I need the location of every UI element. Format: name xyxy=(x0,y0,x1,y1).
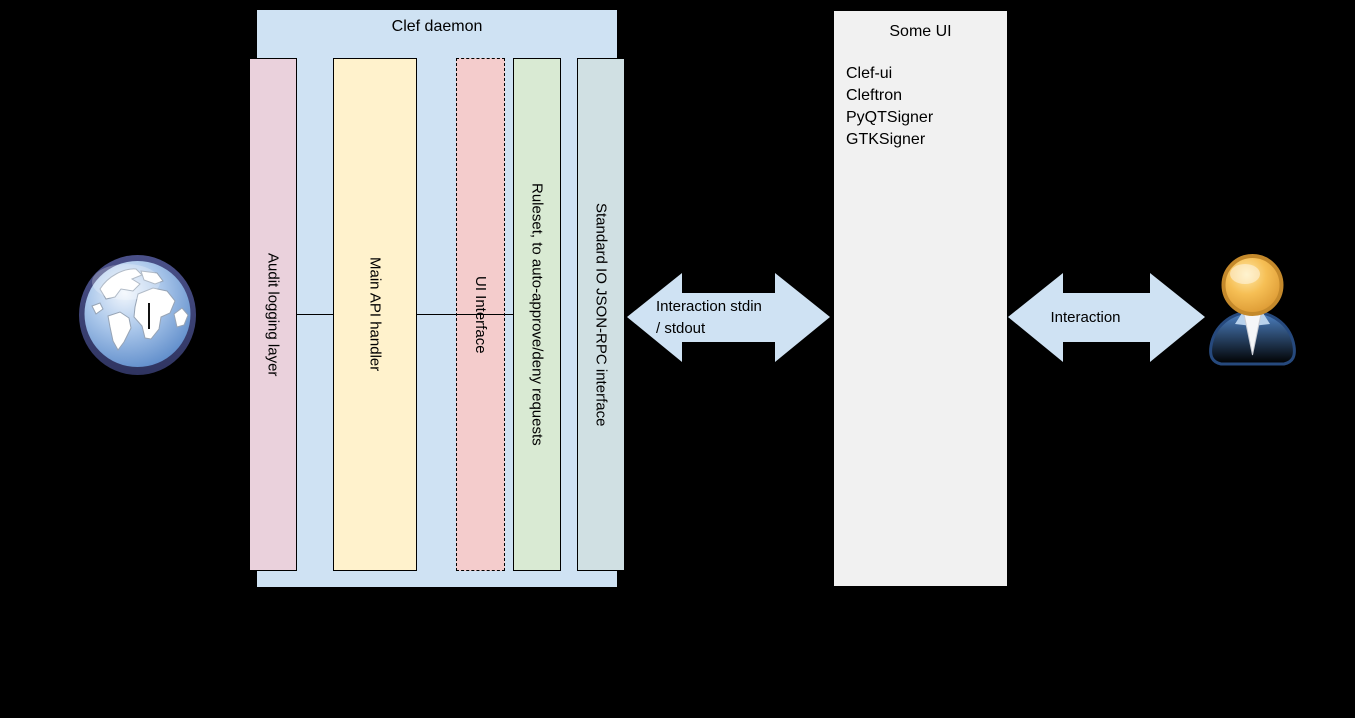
ruleset-bar: Ruleset, to auto-approve/deny requests xyxy=(513,58,561,571)
main-api-handler-bar: Main API handler xyxy=(333,58,417,571)
interaction-stdio-line1: Interaction stdin xyxy=(656,298,762,315)
some-ui-item-cleftron: Cleftron xyxy=(846,87,903,104)
clef-daemon-container xyxy=(257,10,617,587)
stdio-jsonrpc-bar: Standard IO JSON-RPC interface xyxy=(577,58,625,571)
globe-icon xyxy=(78,254,197,381)
some-ui-item-pyqtsigner: PyQTSigner xyxy=(846,109,934,126)
some-ui-list: Clef-ui Cleftron PyQTSigner GTKSigner xyxy=(834,63,1007,151)
globe-tick-line xyxy=(148,303,150,329)
stdio-jsonrpc-label: Standard IO JSON-RPC interface xyxy=(592,202,610,427)
some-ui-box: Some UI Clef-ui Cleftron PyQTSigner GTKS… xyxy=(833,10,1008,587)
clef-daemon-title: Clef daemon xyxy=(391,18,483,35)
connector-line-mainapi-ruleset xyxy=(417,314,513,315)
some-ui-item-clef-ui: Clef-ui xyxy=(846,65,893,82)
ruleset-label: Ruleset, to auto-approve/deny requests xyxy=(528,183,546,446)
connector-line-audit-mainapi xyxy=(297,314,333,315)
main-api-handler-label: Main API handler xyxy=(366,257,384,372)
interaction-arrow xyxy=(1008,273,1205,362)
some-ui-title: Some UI xyxy=(889,23,952,40)
audit-logging-layer-label: Audit logging layer xyxy=(264,252,282,377)
interaction-arrow-label: Interaction xyxy=(1050,309,1121,326)
interaction-stdio-arrow xyxy=(627,273,830,362)
some-ui-item-gtksigner: GTKSigner xyxy=(846,131,926,148)
person-icon xyxy=(1206,254,1299,372)
interaction-stdio-line2: / stdout xyxy=(656,320,706,337)
interaction-stdio-arrow-label: Interaction stdin / stdout xyxy=(656,296,806,340)
audit-logging-layer-bar: Audit logging layer xyxy=(249,58,297,571)
